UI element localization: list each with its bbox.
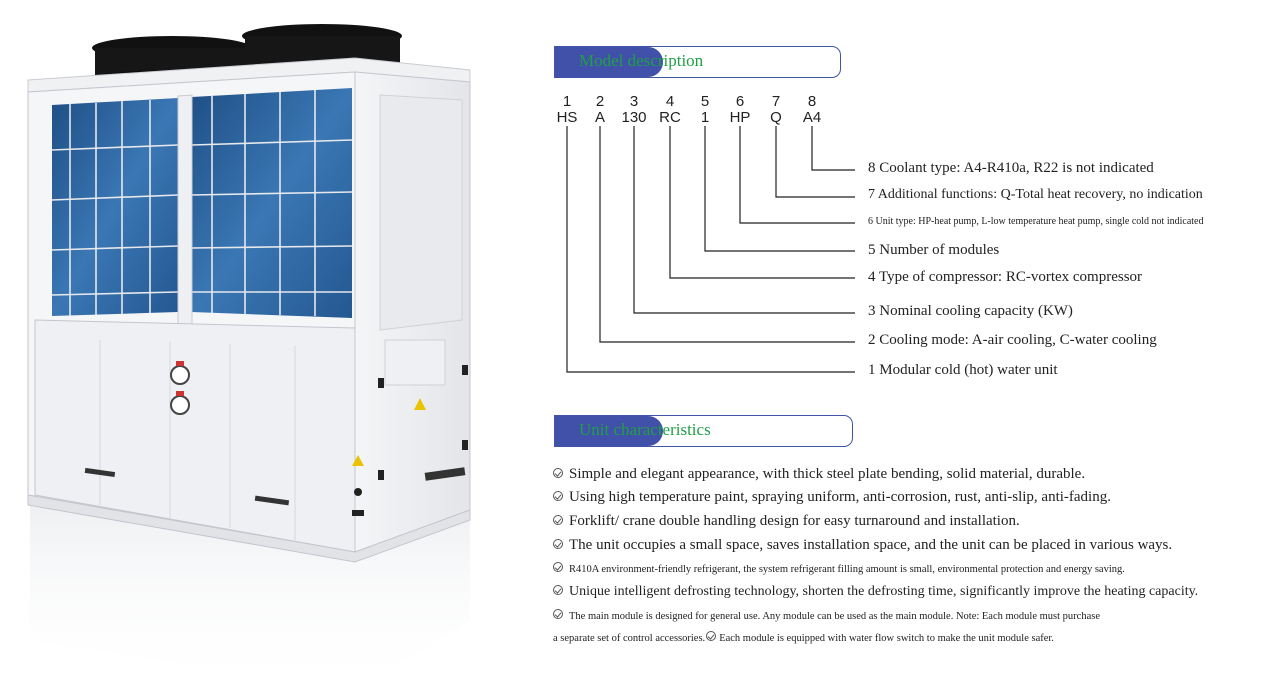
code-value-4: RC (659, 109, 681, 126)
heat-pump-unit-image (27, 24, 471, 692)
header-accent-pill (555, 47, 663, 77)
check-circle-icon (553, 468, 563, 478)
code-position-4: 4 (666, 93, 674, 110)
desc-modular-unit: 1 Modular cold (hot) water unit (868, 362, 1058, 378)
code-position-2: 2 (596, 93, 604, 110)
code-value-2: A (595, 109, 605, 126)
desc-unit-type: 6 Unit type: HP-heat pump, L-low tempera… (868, 216, 1204, 227)
header-accent-pill (555, 416, 663, 446)
code-position-1: 1 (563, 93, 571, 110)
model-description-title: Model description (579, 51, 704, 70)
code-value-1: HS (557, 109, 578, 126)
code-value-8: A4 (803, 109, 821, 126)
connector-7 (775, 126, 855, 198)
desc-coolant-type: 8 Coolant type: A4-R410a, R22 is not ind… (868, 160, 1154, 176)
check-circle-icon (553, 515, 563, 525)
check-circle-icon (553, 609, 563, 619)
feature-item: R410A environment-friendly refrigerant, … (553, 562, 1125, 575)
code-value-6: HP (730, 109, 751, 126)
feature-item: Forklift/ crane double handling design f… (553, 513, 1020, 530)
check-circle-icon (553, 585, 563, 595)
feature-item: The main module is designed for general … (553, 609, 1100, 622)
unit-characteristics-title: Unit characteristics (579, 420, 711, 439)
desc-compressor-type: 4 Type of compressor: RC-vortex compress… (868, 269, 1143, 285)
desc-cooling-mode: 2 Cooling mode: A-air cooling, C-water c… (868, 332, 1157, 348)
desc-nominal-capacity: 3 Nominal cooling capacity (KW) (868, 303, 1073, 319)
feature-item: Using high temperature paint, spraying u… (553, 489, 1111, 506)
check-circle-icon (553, 491, 563, 501)
connector-1 (566, 126, 855, 373)
code-value-7: Q (770, 109, 782, 126)
check-circle-icon (553, 562, 563, 572)
code-position-8: 8 (808, 93, 816, 110)
check-circle-icon (553, 539, 563, 549)
code-position-6: 6 (736, 93, 744, 110)
connector-3 (633, 126, 855, 314)
unit-characteristics-header: Unit characteristics (554, 415, 853, 447)
code-position-3: 3 (630, 93, 638, 110)
check-circle-icon (706, 631, 717, 641)
feature-item: Simple and elegant appearance, with thic… (553, 466, 1085, 483)
code-value-3: 130 (621, 109, 646, 126)
model-description-header: Model description (554, 46, 841, 78)
code-position-7: 7 (772, 93, 780, 110)
connector-6 (739, 126, 855, 224)
desc-additional-functions: 7 Additional functions: Q-Total heat rec… (868, 187, 1203, 202)
connector-8 (811, 126, 855, 171)
desc-number-of-modules: 5 Number of modules (868, 242, 1000, 258)
connector-5 (704, 126, 855, 252)
feature-item: The unit occupies a small space, saves i… (553, 537, 1172, 554)
code-position-5: 5 (701, 93, 709, 110)
feature-item-continued: a separate set of control accessories.Ea… (553, 631, 1054, 644)
code-value-5: 1 (701, 109, 709, 126)
connector-4 (669, 126, 855, 279)
feature-item: Unique intelligent defrosting technology… (553, 584, 1198, 600)
connector-2 (599, 126, 855, 343)
